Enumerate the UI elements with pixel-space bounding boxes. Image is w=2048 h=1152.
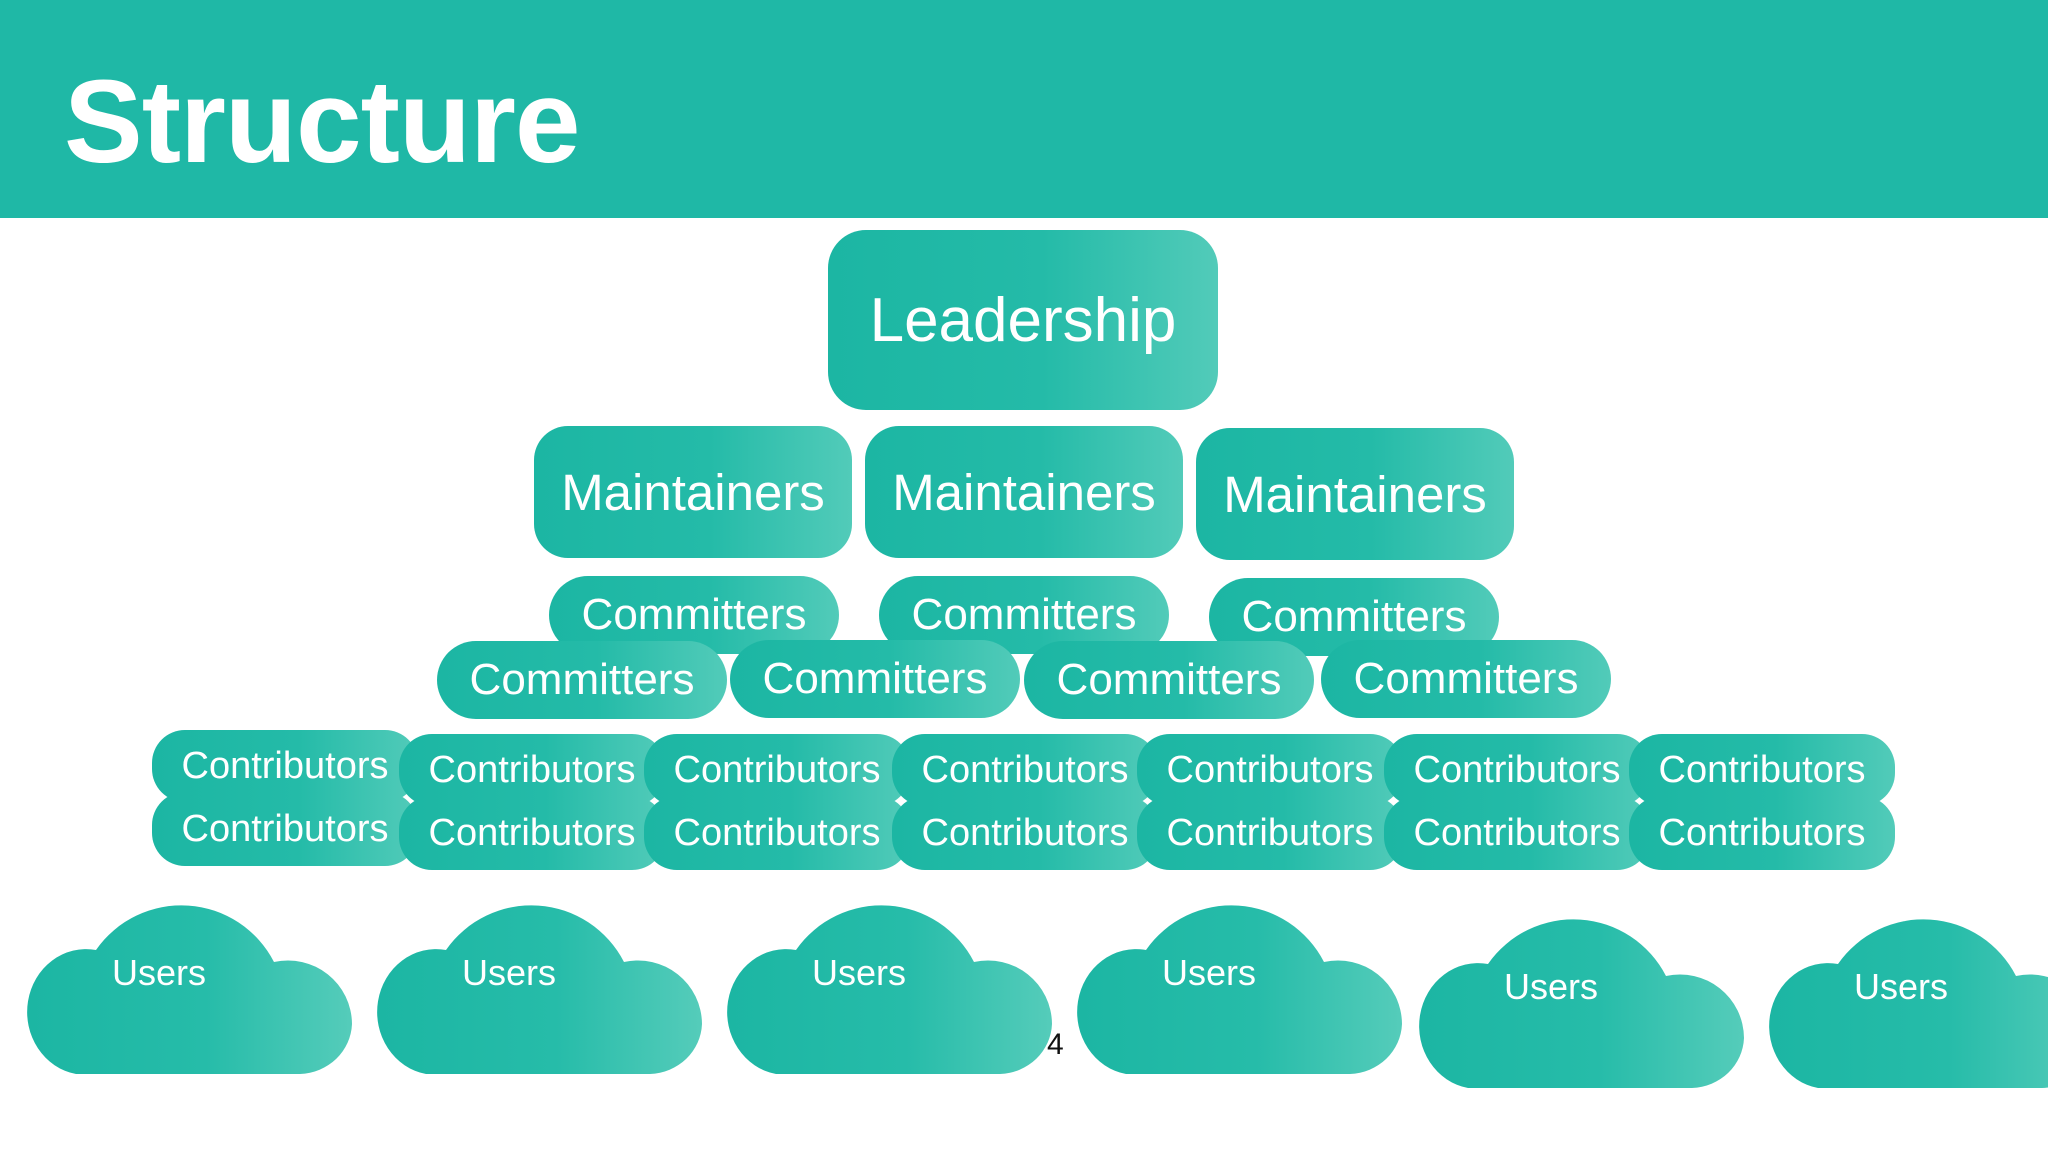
committers-label: Committers xyxy=(1353,654,1579,703)
title-bar: Structure xyxy=(0,0,2048,218)
contributors-node: Contributors xyxy=(1137,734,1403,806)
cloud-shape xyxy=(377,905,702,1074)
contributors-label: Contributors xyxy=(921,748,1129,791)
committers-node: Committers xyxy=(730,640,1020,718)
users-label: Users xyxy=(812,952,906,993)
users-label: Users xyxy=(462,952,556,993)
contributors-node: Contributors xyxy=(1384,796,1650,870)
users-cloud: Users xyxy=(377,905,702,1074)
contributors-node: Contributors xyxy=(644,734,910,806)
cloud-shape xyxy=(1769,919,2048,1088)
maintainers-label: Maintainers xyxy=(892,463,1156,521)
cloud-shape xyxy=(1077,905,1402,1074)
contributors-label: Contributors xyxy=(1166,811,1374,854)
leadership-label: Leadership xyxy=(869,285,1177,355)
contributors-label: Contributors xyxy=(1658,811,1866,854)
committers-label: Committers xyxy=(469,655,695,704)
maintainers-node: Maintainers xyxy=(1196,428,1514,560)
contributors-label: Contributors xyxy=(428,811,636,854)
contributors-label: Contributors xyxy=(673,811,881,854)
maintainers-node: Maintainers xyxy=(865,426,1183,558)
users-label: Users xyxy=(1504,966,1598,1007)
cloud-shape xyxy=(1419,919,1744,1088)
contributors-node: Contributors xyxy=(1384,734,1650,806)
contributors-label: Contributors xyxy=(1413,748,1621,791)
users-cloud: Users xyxy=(1769,919,2048,1088)
contributors-label: Contributors xyxy=(1166,748,1374,791)
contributors-node: Contributors xyxy=(399,734,665,806)
users-cloud: Users xyxy=(1077,905,1402,1074)
contributors-label: Contributors xyxy=(1658,748,1866,791)
committers-node: Committers xyxy=(1321,640,1611,718)
committers-label: Committers xyxy=(911,590,1137,639)
contributors-label: Contributors xyxy=(673,748,881,791)
page-number: 4 xyxy=(1047,1028,1064,1061)
contributors-node: Contributors xyxy=(1137,796,1403,870)
contributors-label: Contributors xyxy=(428,748,636,791)
cloud-shape xyxy=(27,905,352,1074)
users-cloud: Users xyxy=(27,905,352,1074)
contributors-node: Contributors xyxy=(892,734,1158,806)
contributors-node: Contributors xyxy=(152,730,418,802)
contributors-label: Contributors xyxy=(1413,811,1621,854)
users-label: Users xyxy=(1162,952,1256,993)
users-cloud: Users xyxy=(727,905,1052,1074)
committers-label: Committers xyxy=(581,590,807,639)
contributors-label: Contributors xyxy=(921,811,1129,854)
users-cloud: Users xyxy=(1419,919,1744,1088)
committers-label: Committers xyxy=(762,654,988,703)
contributors-label: Contributors xyxy=(181,807,389,850)
contributors-node: Contributors xyxy=(152,792,418,866)
cloud-shape xyxy=(727,905,1052,1074)
slide-title: Structure xyxy=(64,56,581,188)
committers-label: Committers xyxy=(1241,592,1467,641)
contributors-node: Contributors xyxy=(1629,734,1895,806)
contributors-node: Contributors xyxy=(644,796,910,870)
contributors-node: Contributors xyxy=(1629,796,1895,870)
maintainers-label: Maintainers xyxy=(561,463,825,521)
users-label: Users xyxy=(112,952,206,993)
contributors-node: Contributors xyxy=(399,796,665,870)
committers-node: Committers xyxy=(437,641,727,719)
committers-label: Committers xyxy=(1056,655,1282,704)
contributors-node: Contributors xyxy=(892,796,1158,870)
maintainers-label: Maintainers xyxy=(1223,465,1487,523)
committers-node: Committers xyxy=(1024,641,1314,719)
maintainers-node: Maintainers xyxy=(534,426,852,558)
leadership-node: Leadership xyxy=(828,230,1218,410)
users-label: Users xyxy=(1854,966,1948,1007)
contributors-label: Contributors xyxy=(181,744,389,787)
